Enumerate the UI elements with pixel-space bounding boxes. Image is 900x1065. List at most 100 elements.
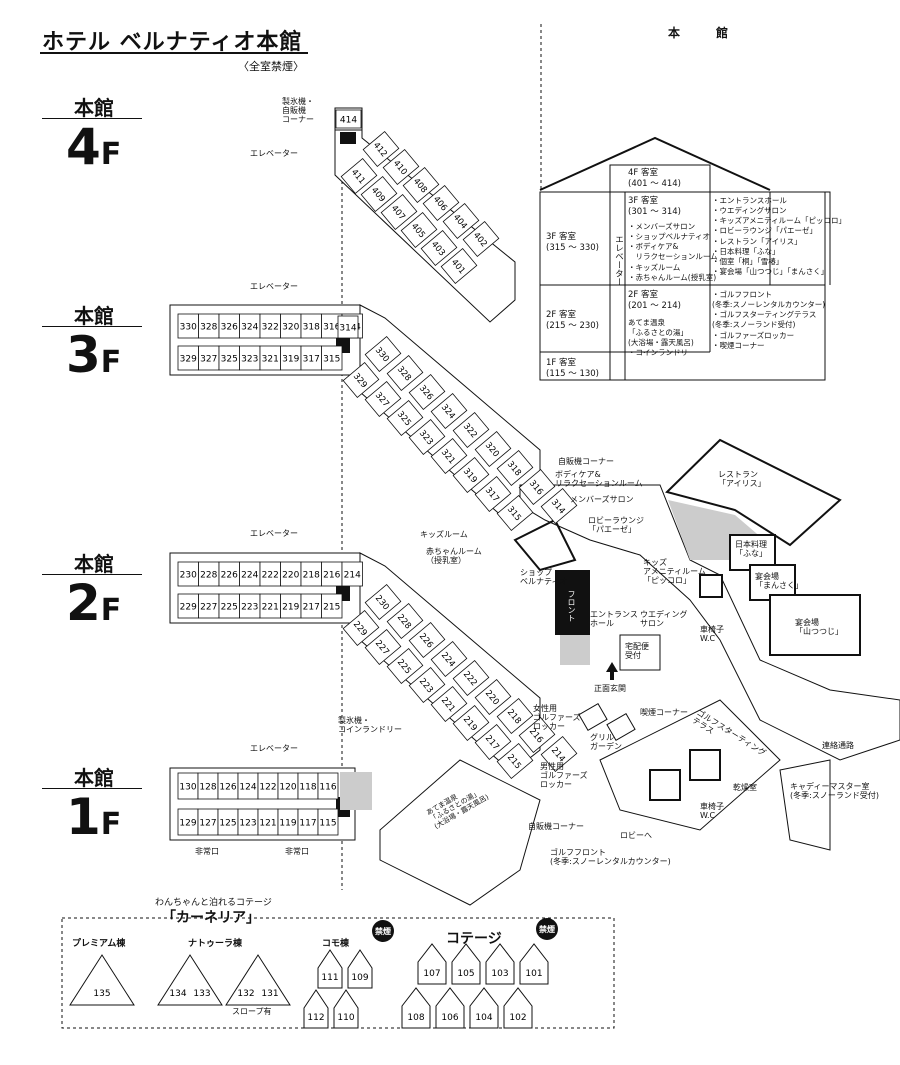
room-401: 401 <box>440 248 478 284</box>
room-214: 214 <box>341 561 363 587</box>
section-2f-facilities: あてま温泉 「ふるさとの湯」 (大浴場・露天風呂) ・コインランドリー <box>628 318 696 358</box>
room-118: 118 <box>297 772 319 800</box>
cottage-105: 105 <box>457 969 474 979</box>
svg-text:325: 325 <box>221 355 238 365</box>
section-heading: 本 館 <box>668 26 741 40</box>
floor-1-label: 1F <box>66 792 121 842</box>
cottage-135: 135 <box>93 989 110 999</box>
floor-2-unit: F <box>100 593 122 628</box>
svg-text:216: 216 <box>323 571 340 581</box>
section-3f-left: 3F 客室 (315 ～ 330) <box>546 232 599 254</box>
svg-text:127: 127 <box>199 819 216 829</box>
svg-text:224: 224 <box>241 571 258 581</box>
svg-text:329: 329 <box>180 355 197 365</box>
cottage-111: 111 <box>321 973 338 983</box>
room-end-314: 314 <box>337 315 359 339</box>
room-214: 214 <box>540 736 578 772</box>
room-225: 225 <box>218 593 240 619</box>
floor-4-rule <box>42 118 142 119</box>
room-220: 220 <box>280 561 302 587</box>
room-121: 121 <box>257 808 279 836</box>
room-223: 223 <box>239 593 261 619</box>
wedding-salon-label: ウエディング サロン <box>640 610 688 629</box>
room-328: 328 <box>386 355 424 391</box>
room-321: 321 <box>259 345 281 371</box>
svg-text:326: 326 <box>221 323 238 333</box>
lounge-label: ロビーラウンジ 「パエーゼ」 <box>588 516 644 535</box>
room-405: 405 <box>400 212 438 248</box>
floor-2-label: 2F <box>66 578 121 628</box>
section-elevator: エレベーター <box>613 235 624 286</box>
members-label: メンバーズサロン <box>570 495 634 504</box>
room-411: 411 <box>340 158 378 194</box>
section-3f-right: ・エントランスホール ・ウエディングサロン ・キッズアメニティルーム「ピッコロ」… <box>712 196 846 276</box>
svg-text:222: 222 <box>262 571 279 581</box>
room-228: 228 <box>198 561 220 587</box>
floor-1-num: 1 <box>66 788 101 846</box>
room-216: 216 <box>321 561 343 587</box>
svg-text:316: 316 <box>323 323 340 333</box>
room-123: 123 <box>237 808 259 836</box>
room-224: 224 <box>239 561 261 587</box>
room-315: 315 <box>496 495 534 531</box>
room-325: 325 <box>386 400 424 436</box>
men-locker-label: 男性用 ゴルファーズ ロッカー <box>540 762 588 790</box>
svg-text:120: 120 <box>279 783 296 793</box>
main-entrance-label: 正面玄関 <box>594 684 626 693</box>
kids-amenity-label: キッズ アメニティルーム 「ピッコロ」 <box>643 558 706 586</box>
floor-2-caption: 本館 <box>74 552 114 576</box>
room-326: 326 <box>218 313 240 339</box>
title-underline <box>40 52 308 54</box>
ground-floor-plan <box>379 438 900 906</box>
section-4f-rooms: 4F 客室 (401 ～ 414) <box>628 168 681 190</box>
emergency-exit-right[interactable]: 非常口 <box>285 847 309 856</box>
cottage-110: 110 <box>337 1013 354 1023</box>
cottage-106: 106 <box>441 1013 458 1023</box>
section-2f-left: 2F 客室 (215 ～ 230) <box>546 310 599 332</box>
to-lobby-label[interactable]: ロビーへ <box>620 831 652 840</box>
floor-4-unit: F <box>100 137 122 172</box>
kids-room-label: キッズルーム <box>420 530 468 539</box>
cottage-104: 104 <box>475 1013 492 1023</box>
emergency-exit-left[interactable]: 非常口 <box>195 847 219 856</box>
svg-text:414: 414 <box>340 116 357 126</box>
restaurant-label: レストラン 「アイリス」 <box>718 470 766 489</box>
japanese-label: 日本料理 「ふな」 <box>735 540 767 559</box>
room-222: 222 <box>452 660 490 696</box>
section-2f-rooms: 2F 客室 (201 ～ 214) <box>628 290 681 312</box>
svg-text:220: 220 <box>282 571 299 581</box>
room-219: 219 <box>280 593 302 619</box>
svg-text:229: 229 <box>180 603 197 613</box>
section-diagram <box>539 136 831 381</box>
room-117: 117 <box>297 808 319 836</box>
svg-text:128: 128 <box>199 783 216 793</box>
elevator-label-1f: エレベーター <box>250 744 298 753</box>
room-323: 323 <box>239 345 261 371</box>
cottage-112: 112 <box>307 1013 324 1023</box>
svg-text:230: 230 <box>180 571 197 581</box>
room-216: 216 <box>518 717 556 753</box>
room-320: 320 <box>474 431 512 467</box>
room-221: 221 <box>430 686 468 722</box>
svg-text:221: 221 <box>262 603 279 613</box>
cottage-133: 133 <box>193 989 210 999</box>
room-222: 222 <box>259 561 281 587</box>
room-409: 409 <box>360 176 398 212</box>
cottage-103: 103 <box>491 969 508 979</box>
room-316: 316 <box>518 469 556 505</box>
room-317: 317 <box>300 345 322 371</box>
room-325: 325 <box>218 345 240 371</box>
floor-1-caption: 本館 <box>74 766 114 790</box>
svg-text:219: 219 <box>282 603 299 613</box>
room-220: 220 <box>474 679 512 715</box>
svg-text:226: 226 <box>221 571 238 581</box>
room-223: 223 <box>408 667 446 703</box>
svg-text:328: 328 <box>200 323 217 333</box>
section-1f-left: 1F 客室 (115 ～ 130) <box>546 358 599 380</box>
page-subtitle: 〈全室禁煙〉 <box>238 60 304 73</box>
cottage-109: 109 <box>351 973 368 983</box>
room-230: 230 <box>364 584 402 620</box>
no-smoking-badge-cottage: 禁煙 <box>536 918 558 940</box>
floor-3-caption: 本館 <box>74 304 114 328</box>
